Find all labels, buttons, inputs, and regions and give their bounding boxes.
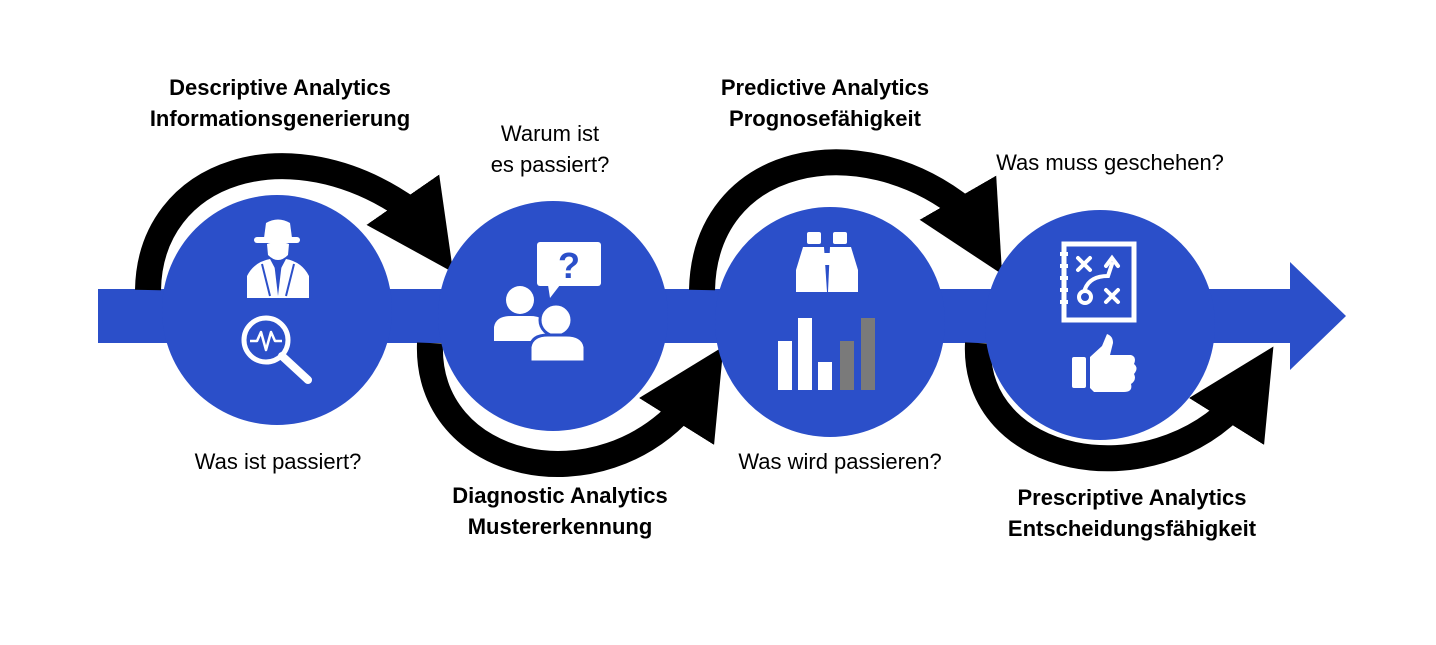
question-line: Was wird passieren? [738,449,942,474]
stage-question-predictive: Was wird passieren? [665,446,1015,477]
stage-title-diagnostic: Diagnostic Analytics Mustererkennung [350,480,770,542]
stage-title-line: Descriptive Analytics [169,75,391,100]
detective-icon [247,219,309,298]
flow-arrowhead [1290,262,1346,370]
curved-arrow-descriptive-to-diagnostic [135,153,454,291]
question-line: Was ist passiert? [194,449,362,474]
binoculars-icon [796,232,858,292]
curved-arrow-diagnostic-to-predictive [416,342,724,477]
stage-title-line: Prescriptive Analytics [1017,485,1247,510]
strategy-board-icon [1060,241,1137,323]
stage-circle-descriptive [162,195,392,425]
stage-title-line: Diagnostic Analytics [452,483,668,508]
people-question-icon: ? [494,242,601,364]
magnifier-pulse-icon [241,315,312,384]
stage-title-line: Predictive Analytics [720,75,930,100]
stage-question-diagnostic: Warum ist es passiert? [400,118,700,180]
stage-subtitle-line: Prognosefähigkeit [729,106,921,131]
stage-circle-predictive [715,207,945,437]
stage-title-prescriptive: Prescriptive Analytics Entscheidungsfähi… [922,482,1342,544]
question-line: es passiert? [490,152,610,177]
question-line: Was muss geschehen? [996,150,1224,175]
thumbs-up-icon [1072,334,1137,392]
stage-question-descriptive: Was ist passiert? [128,446,428,477]
curved-arrow-predictive-to-prescriptive [689,149,1003,291]
curved-arrow-prescriptive-to-end [964,342,1274,472]
stage-title-predictive: Predictive Analytics Prognosefähigkeit [615,72,1035,134]
stage-question-prescriptive: Was muss geschehen? [935,147,1285,178]
stage-subtitle-line: Informationsgenerierung [149,106,411,131]
stage-subtitle-line: Entscheidungsfähigkeit [1007,516,1257,541]
stage-subtitle-line: Mustererkennung [467,514,653,539]
bar-chart-icon [778,318,875,390]
svg-text:?: ? [558,245,580,286]
stage-title-descriptive: Descriptive Analytics Informationsgeneri… [70,72,490,134]
stage-circle-prescriptive [985,210,1215,440]
question-line: Warum ist [500,121,600,146]
